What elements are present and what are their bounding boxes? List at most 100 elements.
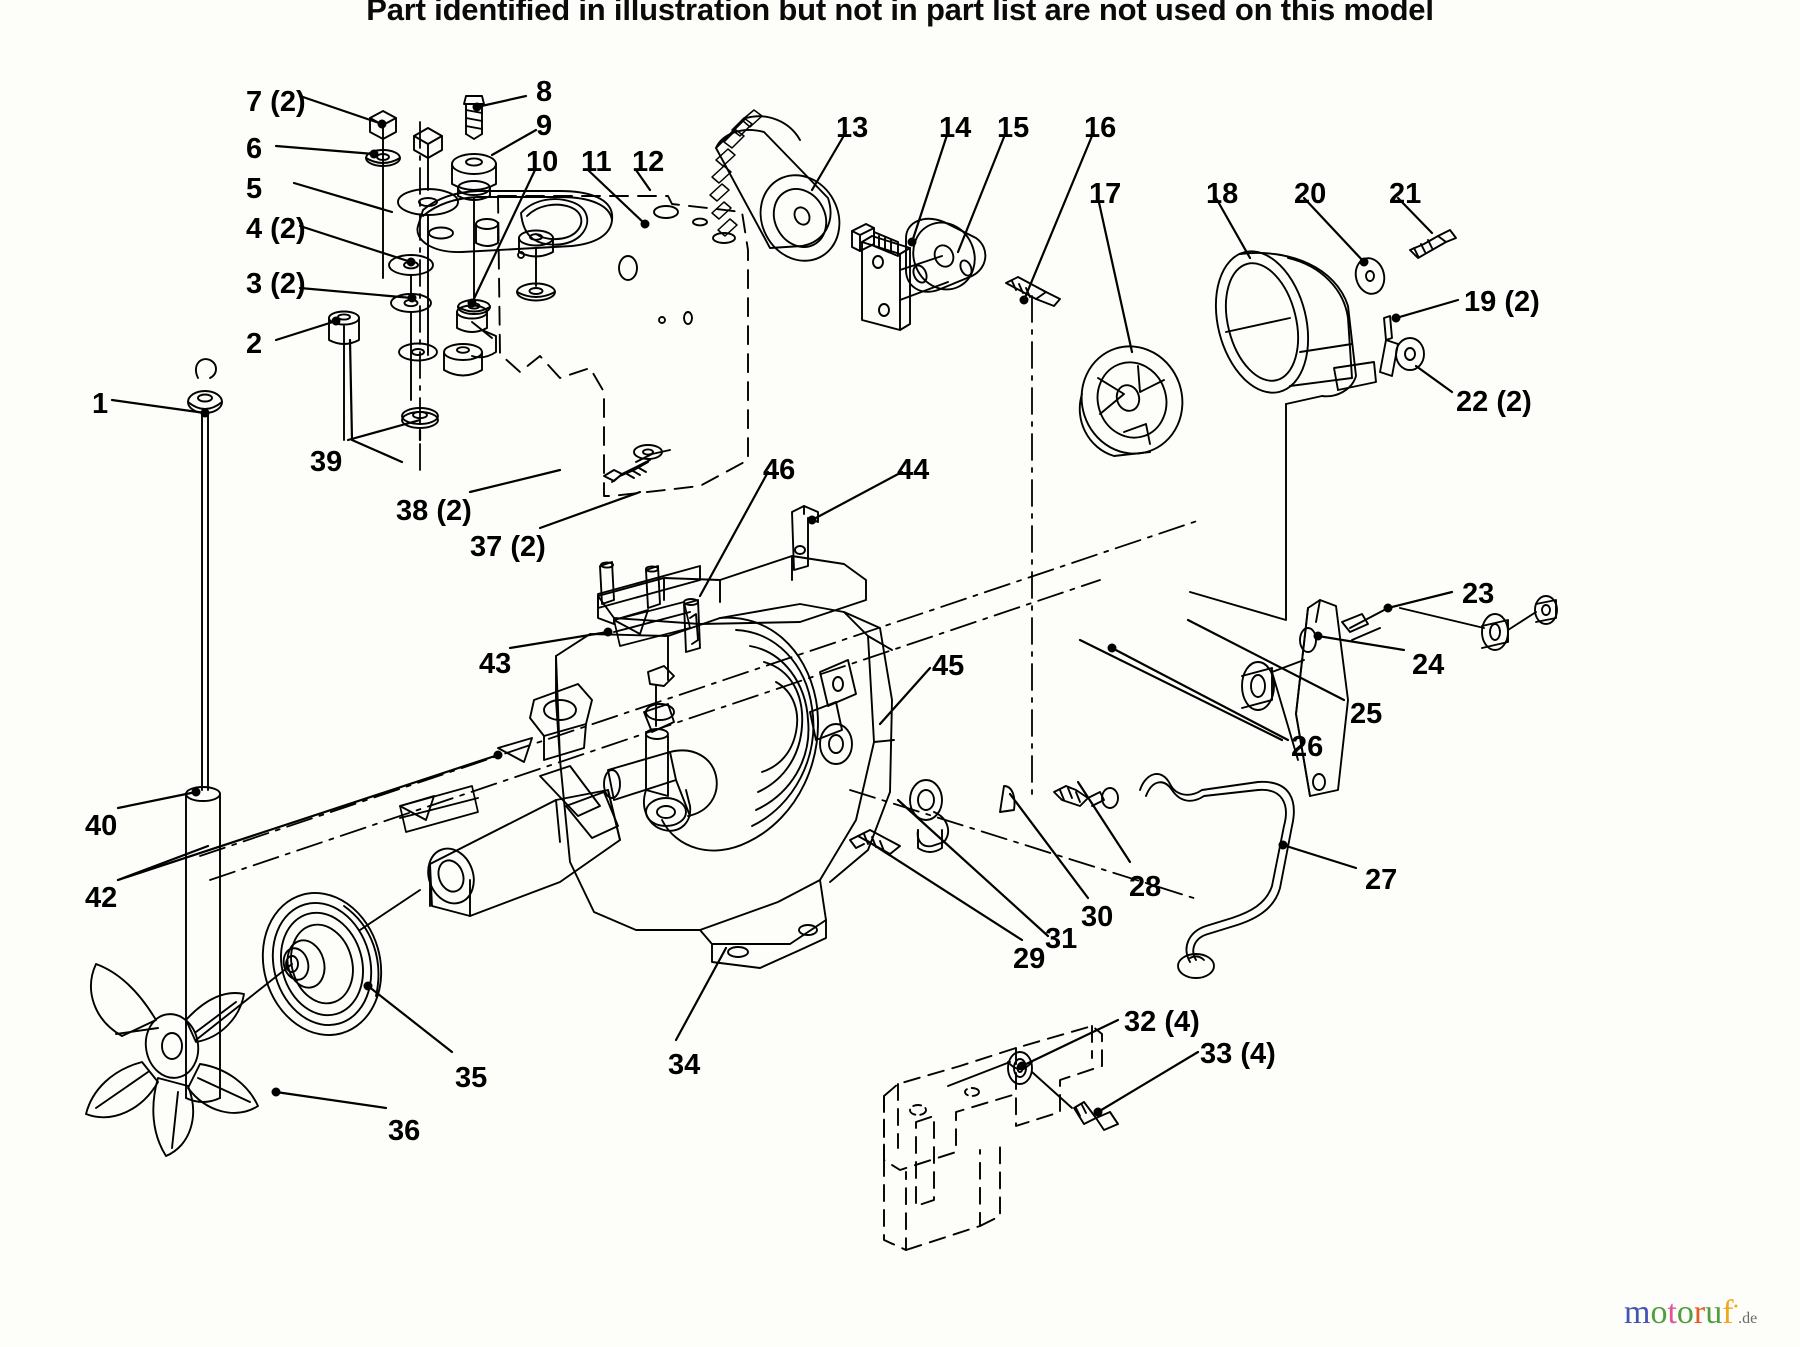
reference-triangles [399,609,649,821]
part-14-fitting [851,223,899,257]
part-32-lock-washer [1007,1051,1033,1085]
callout-46: 46 [763,454,796,486]
callout-7: 7 (2) [246,86,306,118]
callout-20: 20 [1294,178,1327,210]
callout-44: 44 [897,454,930,486]
callout-16: 16 [1084,112,1117,144]
callout-14: 14 [939,112,972,144]
part-44-clip [791,505,819,571]
callout-23: 23 [1462,578,1495,610]
logo-dot: • [1733,1298,1739,1314]
callout-37: 37 (2) [470,531,546,563]
part-12-plunger [443,304,497,377]
part-38-screw [603,459,651,482]
leader-lines [110,94,1460,1117]
callout-15: 15 [997,112,1030,144]
part-16-screw [1005,276,1061,307]
callout-39: 39 [310,446,343,478]
callout-36: 36 [388,1115,421,1147]
callout-45: 45 [932,650,965,682]
part-30-elbow-fitting [909,779,949,853]
part-1-dipstick [187,358,223,791]
callout-4: 4 (2) [246,213,306,245]
part-23-nut [1534,595,1558,625]
hydraulic-line-group [849,773,1295,979]
page-title: Part identified in illustration but not … [366,0,1434,27]
callout-33: 33 (4) [1200,1038,1276,1070]
callout-25: 25 [1350,698,1383,730]
callout-19: 19 (2) [1464,286,1540,318]
part-19-pin [1379,315,1399,377]
transaxle-control-shafts [603,665,718,832]
callout-13: 13 [836,112,869,144]
dipstick-group [185,358,223,1103]
logo-letter-m: m [1624,1294,1651,1331]
callout-2: 2 [246,328,263,360]
callout-3: 3 (2) [246,268,306,300]
callout-26: 26 [1291,731,1324,763]
callout-6: 6 [246,133,263,165]
callout-42: 42 [85,882,118,914]
part-17-pulley [1078,345,1184,457]
callout-32: 32 (4) [1124,1006,1200,1038]
part-45-side-cover [809,659,857,741]
logo-letter-r: r [1693,1294,1706,1331]
part-26-control-lever [1271,599,1349,797]
callout-34: 34 [668,1049,701,1081]
part-22-washer [1395,337,1425,371]
logo-tld: .de [1738,1310,1758,1327]
part-35-pulley [261,892,383,1036]
part-31-dowel-pin [999,785,1016,813]
control-arm-group [1241,595,1558,797]
callout-12: 12 [632,146,665,178]
part-27-hydraulic-tube [1139,773,1295,979]
callout-17: 17 [1089,178,1122,210]
part-15-pump-body [905,217,987,293]
motoruf-watermark: motoruf•.de [1624,1296,1757,1330]
part-40-filler-tube [185,786,221,1103]
part-28-fitting [1053,785,1119,809]
oil-filter-and-pump-group [709,109,1184,457]
callout-24: 24 [1412,649,1445,681]
logo-letter-o1: o [1650,1294,1668,1331]
fastener-stack-left [328,95,614,441]
callout-18: 18 [1206,178,1239,210]
axle-tube-left [427,683,621,917]
callout-5: 5 [246,173,263,205]
callout-29: 29 [1013,943,1046,975]
logo-letter-u: u [1705,1294,1723,1331]
callout-22: 22 (2) [1456,386,1532,418]
callout-11: 11 [581,146,612,178]
fan-shroud-group [1189,229,1457,621]
callout-21: 21 [1389,178,1422,210]
part-center-lower-washer [398,342,438,362]
callout-1: 1 [92,388,109,420]
callout-28: 28 [1129,871,1162,903]
callout-40: 40 [85,810,118,842]
part-20-washer [1354,257,1386,295]
transaxle-main-case [555,603,895,969]
fan-and-pulley-group [85,889,421,1157]
part-7-hex-nut [369,110,397,140]
part-center-hex-bolt [413,127,443,191]
callout-30: 30 [1081,901,1114,933]
part-43-nameplate [613,601,691,647]
logo-letter-t: t [1667,1294,1677,1331]
callout-38: 38 (2) [396,495,472,527]
part-21-bolt [1409,229,1457,259]
callout-31: 31 [1045,923,1078,955]
transaxle-housing [399,505,895,969]
callout-27: 27 [1365,864,1398,896]
part-34-mounting-bracket [883,1025,1119,1251]
callout-35: 35 [455,1062,488,1094]
part-39-bushing [401,407,439,429]
callout-9: 9 [536,110,553,142]
part-36-cooling-fan [85,963,259,1157]
callout-10: 10 [526,146,559,178]
part-46-bracket-strap [597,565,701,609]
rear-mount-plate [497,195,749,497]
logo-letter-o2: o [1676,1294,1694,1331]
part-18-shroud-ring [1214,250,1377,398]
